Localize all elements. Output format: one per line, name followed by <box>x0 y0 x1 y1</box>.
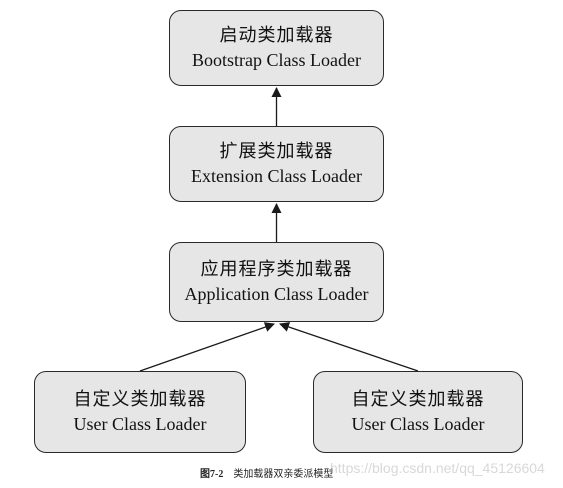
extension-en-label: Extension Class Loader <box>191 166 362 186</box>
application-en-label: Application Class Loader <box>184 284 369 304</box>
user-left-en-label: User Class Loader <box>73 414 207 434</box>
user-left-cn-label: 自定义类加载器 <box>73 389 207 410</box>
figure-number: 图7-2 <box>200 469 224 480</box>
bootstrap-en-label: Bootstrap Class Loader <box>192 50 361 70</box>
watermark-url: https://blog.csdn.net/qq_45126604 <box>330 460 545 476</box>
bootstrap-cn-label: 启动类加载器 <box>219 25 334 46</box>
application-class-loader-node: 应用程序类加载器 Application Class Loader <box>169 242 384 322</box>
figure-caption: 图7-2 类加载器双亲委派模型 <box>200 465 333 480</box>
bootstrap-class-loader-node: 启动类加载器 Bootstrap Class Loader <box>169 10 384 86</box>
user-class-loader-node-right: 自定义类加载器 User Class Loader <box>313 371 523 453</box>
arrow-user-left-to-application <box>139 322 275 372</box>
extension-class-loader-node: 扩展类加载器 Extension Class Loader <box>169 126 384 202</box>
user-class-loader-node-left: 自定义类加载器 User Class Loader <box>34 371 246 453</box>
figure-caption-text: 类加载器双亲委派模型 <box>233 469 334 480</box>
user-right-en-label: User Class Loader <box>351 414 485 434</box>
application-cn-label: 应用程序类加载器 <box>200 259 353 280</box>
extension-cn-label: 扩展类加载器 <box>219 141 334 162</box>
arrow-user-right-to-application <box>279 322 419 372</box>
user-right-cn-label: 自定义类加载器 <box>351 389 485 410</box>
